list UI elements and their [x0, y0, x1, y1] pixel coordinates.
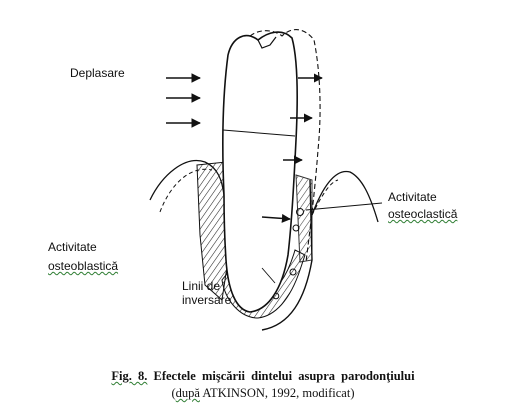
source-rest: ATKINSON, 1992, modificat): [199, 386, 355, 400]
tooth-outline: [222, 31, 298, 313]
movement-arrow: [261, 213, 291, 223]
label-reversal-line1: Linii de: [182, 279, 221, 293]
leader-osteoclastic: [305, 202, 383, 211]
socket-wall-right: [261, 179, 313, 331]
source-open: (: [171, 386, 176, 400]
label-osteoclastic-line2: osteoclastică: [388, 207, 458, 221]
bone-crest-right-dashed: [311, 179, 339, 216]
displaced-tooth-outline: [249, 29, 321, 263]
alveolar-bone-right-crest: [311, 170, 379, 223]
crown-occlusal-notch: [257, 36, 277, 49]
label-reversal-line2: inversare: [182, 293, 232, 307]
osteoclast-cell: [292, 224, 300, 232]
source-word: după: [175, 386, 200, 400]
figure-source: (după ATKINSON, 1992, modificat): [0, 386, 526, 401]
label-osteoblastic-line1: Activitate: [48, 240, 97, 254]
osteoclast-cell: [289, 268, 297, 276]
figure-number: Fig. 8.: [111, 369, 148, 383]
label-osteoblastic-line2: osteoblastică: [48, 259, 119, 273]
figure-title: Efectele mişcării dintelui asupra parodo…: [153, 369, 415, 383]
leader-reversal: [261, 267, 276, 284]
figure-caption: Fig. 8. Efectele mişcării dintelui asupr…: [0, 369, 526, 384]
osteoclast-cell: [296, 208, 304, 216]
label-displacement: Deplasare: [70, 66, 125, 80]
enamel-junction-line: [222, 129, 296, 137]
label-osteoclastic-line1: Activitate: [388, 190, 437, 204]
